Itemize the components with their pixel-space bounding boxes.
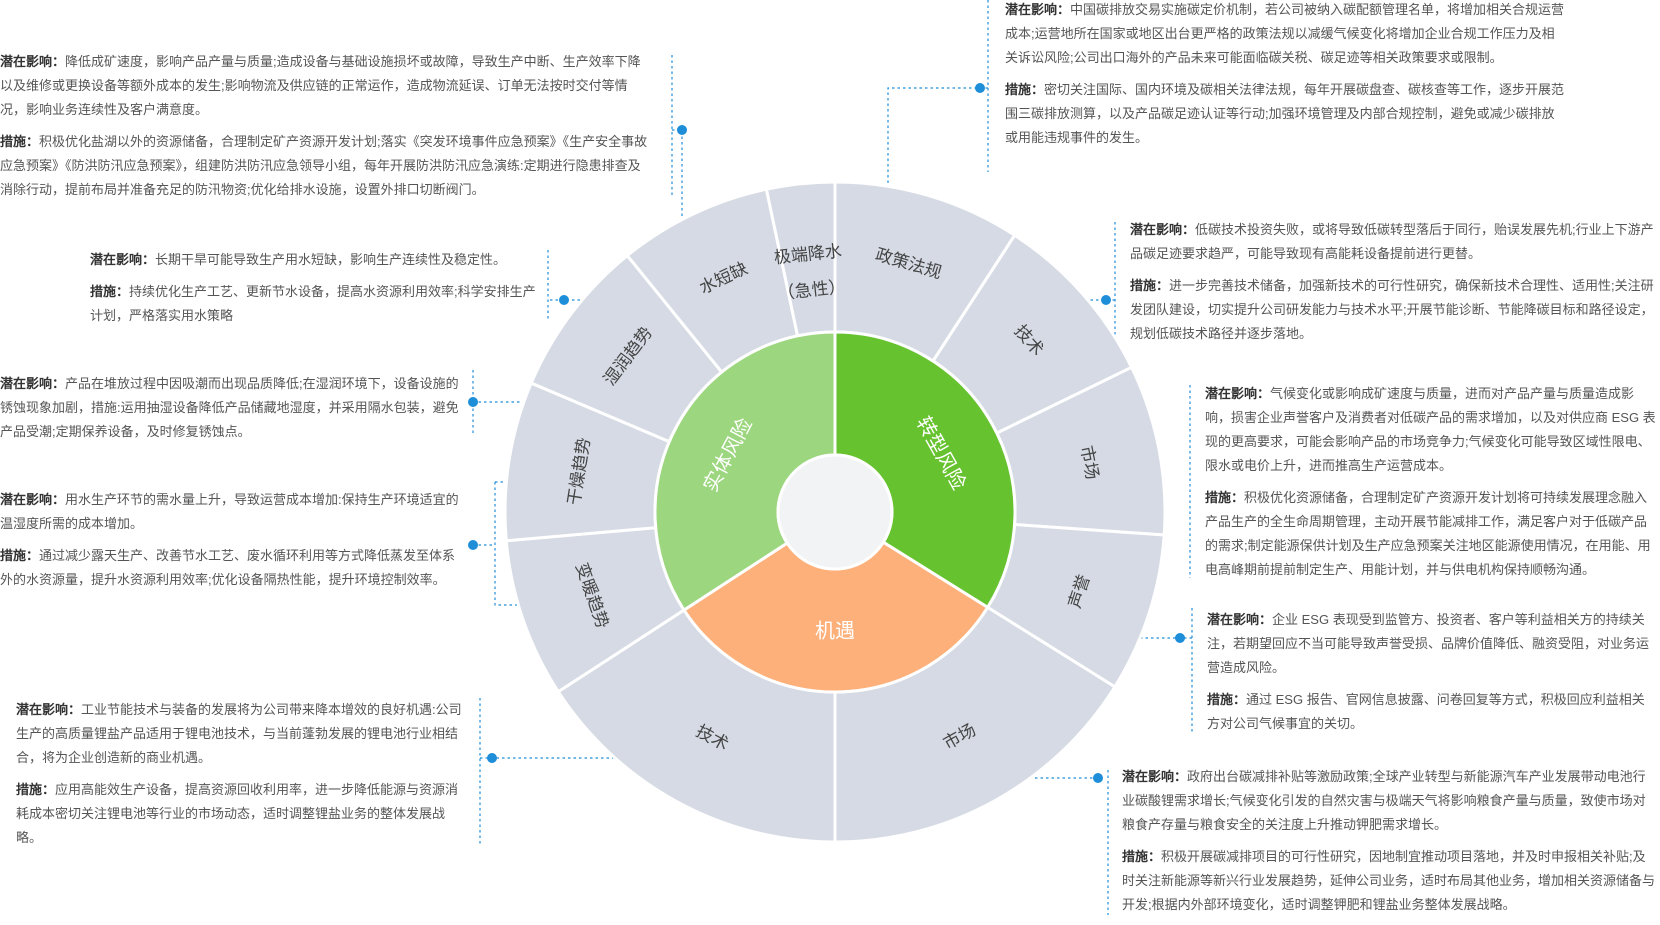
connector-policy	[887, 0, 989, 290]
impact-label: 潜在影响：	[0, 54, 66, 69]
impact-label: 潜在影响：	[1130, 222, 1196, 237]
impact-label: 潜在影响：	[0, 376, 66, 391]
connector-dot	[559, 295, 569, 305]
policy-text: 潜在影响：中国碳排放交易实施碳定价机制，若公司被纳入碳配额管理名单，将增加相关合…	[1005, 0, 1565, 158]
drying-impact: 用水生产环节的需水量上升，导致运营成本增加:保持生产环境适宜的温湿度所需的成本增…	[0, 492, 459, 531]
connector-dot	[677, 125, 687, 135]
tech-opportunity-text: 潜在影响：工业节能技术与装备的发展将为公司带来降本增效的良好机遇:公司生产的高质…	[16, 698, 466, 858]
impact-label: 潜在影响：	[1205, 386, 1271, 401]
impact-label: 潜在影响：	[1005, 2, 1071, 17]
impact-label: 潜在影响：	[90, 252, 156, 267]
measure-label: 措施：	[1005, 82, 1045, 97]
market-t-measure: 积极优化资源储备，合理制定矿产资源开发计划将可持续发展理念融入产品生产的全生命周…	[1205, 490, 1651, 577]
measure-label: 措施：	[90, 284, 130, 299]
water-impact: 长期干旱可能导致生产用水短缺，影响生产连续性及稳定性。	[155, 252, 507, 267]
policy-impact: 中国碳排放交易实施碳定价机制，若公司被纳入碳配额管理名单，将增加相关合规运营成本…	[1005, 2, 1565, 65]
connector-dot	[1093, 773, 1103, 783]
reputation-text: 潜在影响：企业 ESG 表现受到监管方、投资者、客户等利益相关方的持续关注，若期…	[1207, 608, 1657, 744]
reputation-impact: 企业 ESG 表现受到监管方、投资者、客户等利益相关方的持续关注，若期望回应不当…	[1207, 612, 1650, 675]
water-measure: 持续优化生产工艺、更新节水设备，提高水资源利用效率;科学安排生产计划，严格落实用…	[90, 284, 536, 323]
extreme-rain-text: 潜在影响：降低成矿速度，影响产品产量与质量;造成设备与基础设施损坏或故障，导致生…	[0, 50, 650, 210]
market-transition-text: 潜在影响：气候变化或影响成矿速度与质量，进而对产品产量与质量造成影响，损害企业声…	[1205, 382, 1657, 590]
inner-ring	[653, 330, 1017, 694]
humid-impact: 产品在堆放过程中因吸潮而出现品质降低;在湿润环境下，设备设施的锈蚀现象加剧，措施…	[0, 376, 459, 439]
reputation-measure: 通过 ESG 报告、官网信息披露、问卷回复等方式，积极回应利益相关方对公司气候事…	[1207, 692, 1645, 731]
impact-label: 潜在影响：	[0, 492, 66, 507]
drying-measure: 通过减少露天生产、改善节水工艺、废水循环利用等方式降低蒸发至体系外的水资源量，提…	[0, 548, 456, 587]
market-opportunity-text: 潜在影响：政府出台碳减排补贴等激励政策;全球产业转型与新能源汽车产业发展带动电池…	[1122, 765, 1657, 925]
measure-label: 措施：	[1207, 692, 1247, 707]
water-shortage-text: 潜在影响：长期干旱可能导致生产用水短缺，影响生产连续性及稳定性。 措施：持续优化…	[90, 248, 540, 336]
impact-label: 潜在影响：	[16, 702, 82, 717]
connector-dot	[1175, 633, 1185, 643]
center-hub	[776, 453, 894, 571]
measure-label: 措施：	[0, 134, 40, 149]
drying-text: 潜在影响：用水生产环节的需水量上升，导致运营成本增加:保持生产环境适宜的温湿度所…	[0, 488, 460, 600]
measure-label: 措施：	[1205, 490, 1245, 505]
extreme-rain-impact: 降低成矿速度，影响产品产量与质量;造成设备与基础设施损坏或故障，导致生产中断、生…	[0, 54, 641, 117]
outer-ring	[503, 180, 1167, 844]
market-o-impact: 政府出台碳减排补贴等激励政策;全球产业转型与新能源汽车产业发展带动电池行业碳酸锂…	[1122, 769, 1646, 832]
connector-dot	[468, 540, 478, 550]
tech-o-impact: 工业节能技术与装备的发展将为公司带来降本增效的良好机遇:公司生产的高质量锂盐产品…	[16, 702, 462, 765]
impact-label: 潜在影响：	[1122, 769, 1188, 784]
measure-label: 措施：	[1122, 849, 1162, 864]
market-o-measure: 积极开展碳减排项目的可行性研究，因地制宜推动项目落地，并及时申报相关补贴;及时关…	[1122, 849, 1656, 912]
tech-o-measure: 应用高能效生产设备，提高资源回收利用率，进一步降低能源与资源消耗成本密切关注锂电…	[16, 782, 459, 845]
measure-label: 措施：	[16, 782, 56, 797]
measure-label: 措施：	[0, 548, 40, 563]
tech-t-measure: 进一步完善技术储备，加强新技术的可行性研究，确保新技术合理性、适用性;关注研发团…	[1130, 278, 1654, 341]
connector-dot	[487, 753, 497, 763]
measure-label: 措施：	[1130, 278, 1170, 293]
extreme-rain-measure: 积极优化盐湖以外的资源储备，合理制定矿产资源开发计划;落实《突发环境事件应急预案…	[0, 134, 648, 197]
connector-dot	[1101, 295, 1111, 305]
impact-label: 潜在影响：	[1207, 612, 1273, 627]
opportunity-label: 机遇	[815, 619, 855, 642]
tech-transition-text: 潜在影响：低碳技术投资失败，或将导致低碳转型落后于同行，贻误发展先机;行业上下游…	[1130, 218, 1655, 354]
market-t-impact: 气候变化或影响成矿速度与质量，进而对产品产量与质量造成影响，损害企业声誉客户及消…	[1205, 386, 1656, 473]
connector-dot	[975, 83, 985, 93]
connector-dot	[468, 397, 478, 407]
policy-measure: 密切关注国际、国内环境及碳相关法律法规，每年开展碳盘查、碳核查等工作，逐步开展范…	[1005, 82, 1565, 145]
tech-t-impact: 低碳技术投资失败，或将导致低碳转型落后于同行，贻误发展先机;行业上下游产品碳足迹…	[1130, 222, 1654, 261]
humid-text: 潜在影响：产品在堆放过程中因吸潮而出现品质降低;在湿润环境下，设备设施的锈蚀现象…	[0, 372, 460, 452]
